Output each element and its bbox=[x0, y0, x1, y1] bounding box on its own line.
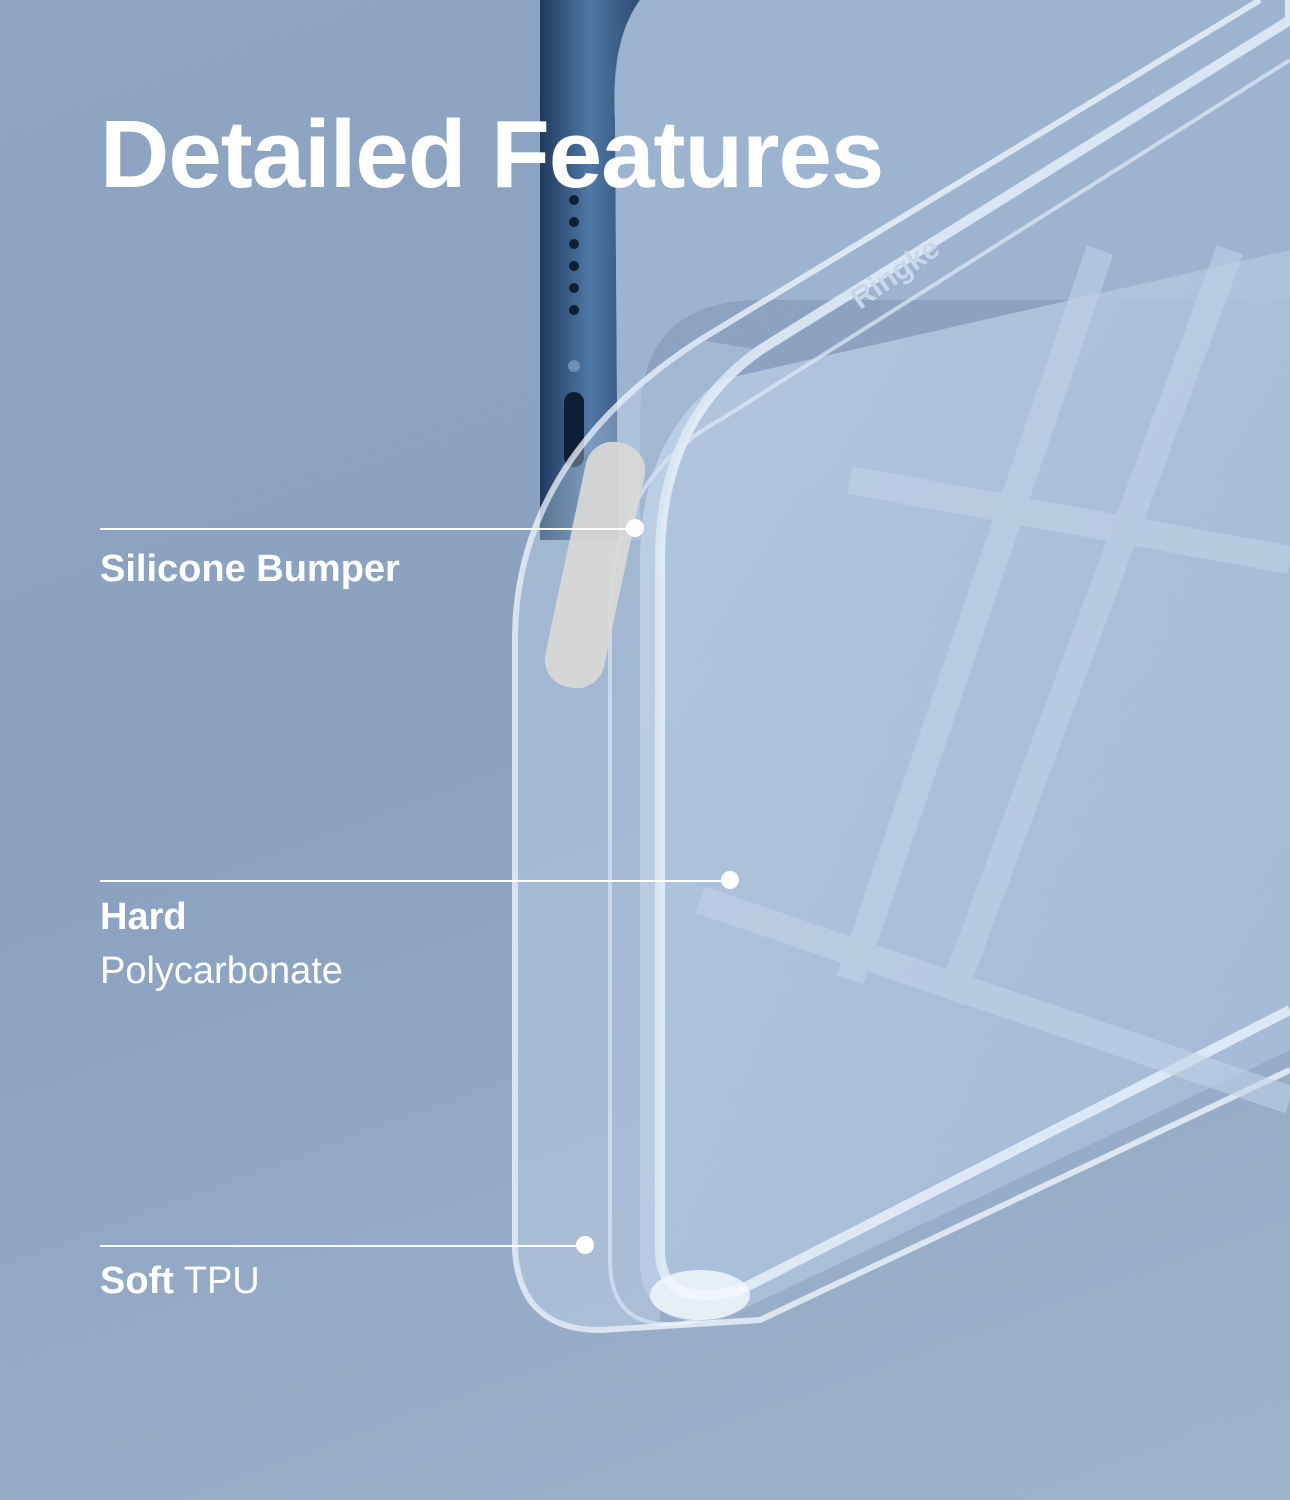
callout-dot-tpu bbox=[576, 1236, 594, 1254]
callout-dot-polycarbonate bbox=[721, 871, 739, 889]
callout-line-polycarbonate bbox=[100, 880, 730, 882]
callout-label-bold: Hard bbox=[100, 896, 187, 938]
callout-silicone-bumper: Silicone Bumper bbox=[100, 542, 400, 596]
callout-label-regular: Polycarbonate bbox=[100, 950, 343, 992]
callout-dot-silicone bbox=[626, 519, 644, 537]
callout-hard-polycarbonate: Hard Polycarbonate bbox=[100, 890, 343, 998]
page-title: Detailed Features bbox=[100, 101, 884, 208]
clear-case: Ringke bbox=[512, 0, 1290, 1334]
callout-line-tpu bbox=[100, 1245, 585, 1247]
callout-label-bold: Silicone Bumper bbox=[100, 548, 400, 590]
callout-label-bold: Soft bbox=[100, 1260, 174, 1302]
callout-line-silicone bbox=[100, 528, 635, 530]
callout-soft-tpu: Soft TPU bbox=[100, 1254, 260, 1308]
callout-label-regular: TPU bbox=[183, 1260, 260, 1302]
